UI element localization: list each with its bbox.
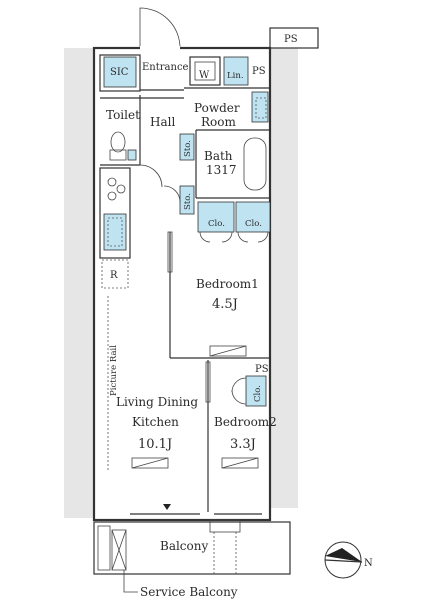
linen-label: Lin.	[227, 71, 244, 81]
living-dining-kitchen: Living Dining Kitchen 10.1J	[116, 395, 198, 469]
picture-rail-label: Picture Rail	[109, 345, 119, 396]
bedroom1-name: Bedroom1	[196, 277, 259, 291]
hall-label: Hall	[150, 115, 175, 129]
kitchen-counter	[99, 167, 131, 259]
closet-2-label: Clo.	[245, 219, 262, 229]
bath-code: 1317	[206, 163, 237, 177]
bedroom1-size: 4.5J	[212, 297, 238, 312]
storage-2-label: Sto.	[183, 193, 193, 210]
ps-top-label: PS	[284, 34, 298, 45]
bath-label: Bath	[204, 149, 233, 163]
washer-space: W	[189, 56, 221, 86]
balcony: Balcony	[93, 519, 291, 575]
north-arrow: N	[324, 541, 373, 579]
unit-outline	[92, 46, 272, 522]
ldk-label-1: Living Dining	[116, 395, 198, 409]
right-wall-band	[268, 48, 298, 508]
entrance-label: Entrance	[142, 62, 189, 73]
fridge-space: R	[101, 259, 129, 289]
left-wall-band	[64, 48, 94, 518]
sic-room: SIC	[99, 54, 141, 92]
ps-bedroom2-label: PS	[255, 364, 269, 375]
closets-bedroom1: Clo. Clo.	[197, 201, 271, 243]
powder-label-2: Room	[201, 115, 236, 129]
linen-closet: Lin.	[223, 56, 249, 86]
closet-3-label: Clo.	[253, 385, 263, 402]
entrance-door[interactable]	[139, 7, 181, 50]
bedroom1: Bedroom1 4.5J	[167, 231, 270, 359]
closet-1-label: Clo.	[208, 219, 225, 229]
ldk-label-2: Kitchen	[132, 415, 179, 429]
sic-label: SIC	[110, 67, 129, 78]
powder-room: Powder Room	[184, 87, 270, 129]
washer-label: W	[199, 70, 210, 81]
ps-right-label: PS	[252, 66, 266, 77]
bedroom2-size: 3.3J	[230, 437, 256, 452]
toilet-room: Toilet	[100, 95, 141, 166]
toilet-label: Toilet	[106, 108, 140, 122]
ldk-size: 10.1J	[138, 437, 172, 452]
north-label: N	[364, 558, 373, 569]
powder-label-1: Powder	[194, 101, 240, 115]
balcony-label: Balcony	[160, 539, 208, 553]
bath-room: Bath 1317	[195, 129, 270, 199]
storage-2: Sto.	[163, 185, 195, 215]
window-marker	[163, 504, 171, 510]
storage-1: Sto.	[179, 133, 195, 161]
service-balcony-label: Service Balcony	[140, 585, 238, 599]
storage-1-label: Sto.	[183, 140, 193, 157]
bedroom2-name: Bedroom2	[214, 415, 277, 429]
bedroom2: PS Clo. Bedroom2 3.3J	[205, 360, 277, 512]
fridge-label: R	[110, 270, 118, 281]
ps-top-area: PS	[269, 27, 319, 49]
